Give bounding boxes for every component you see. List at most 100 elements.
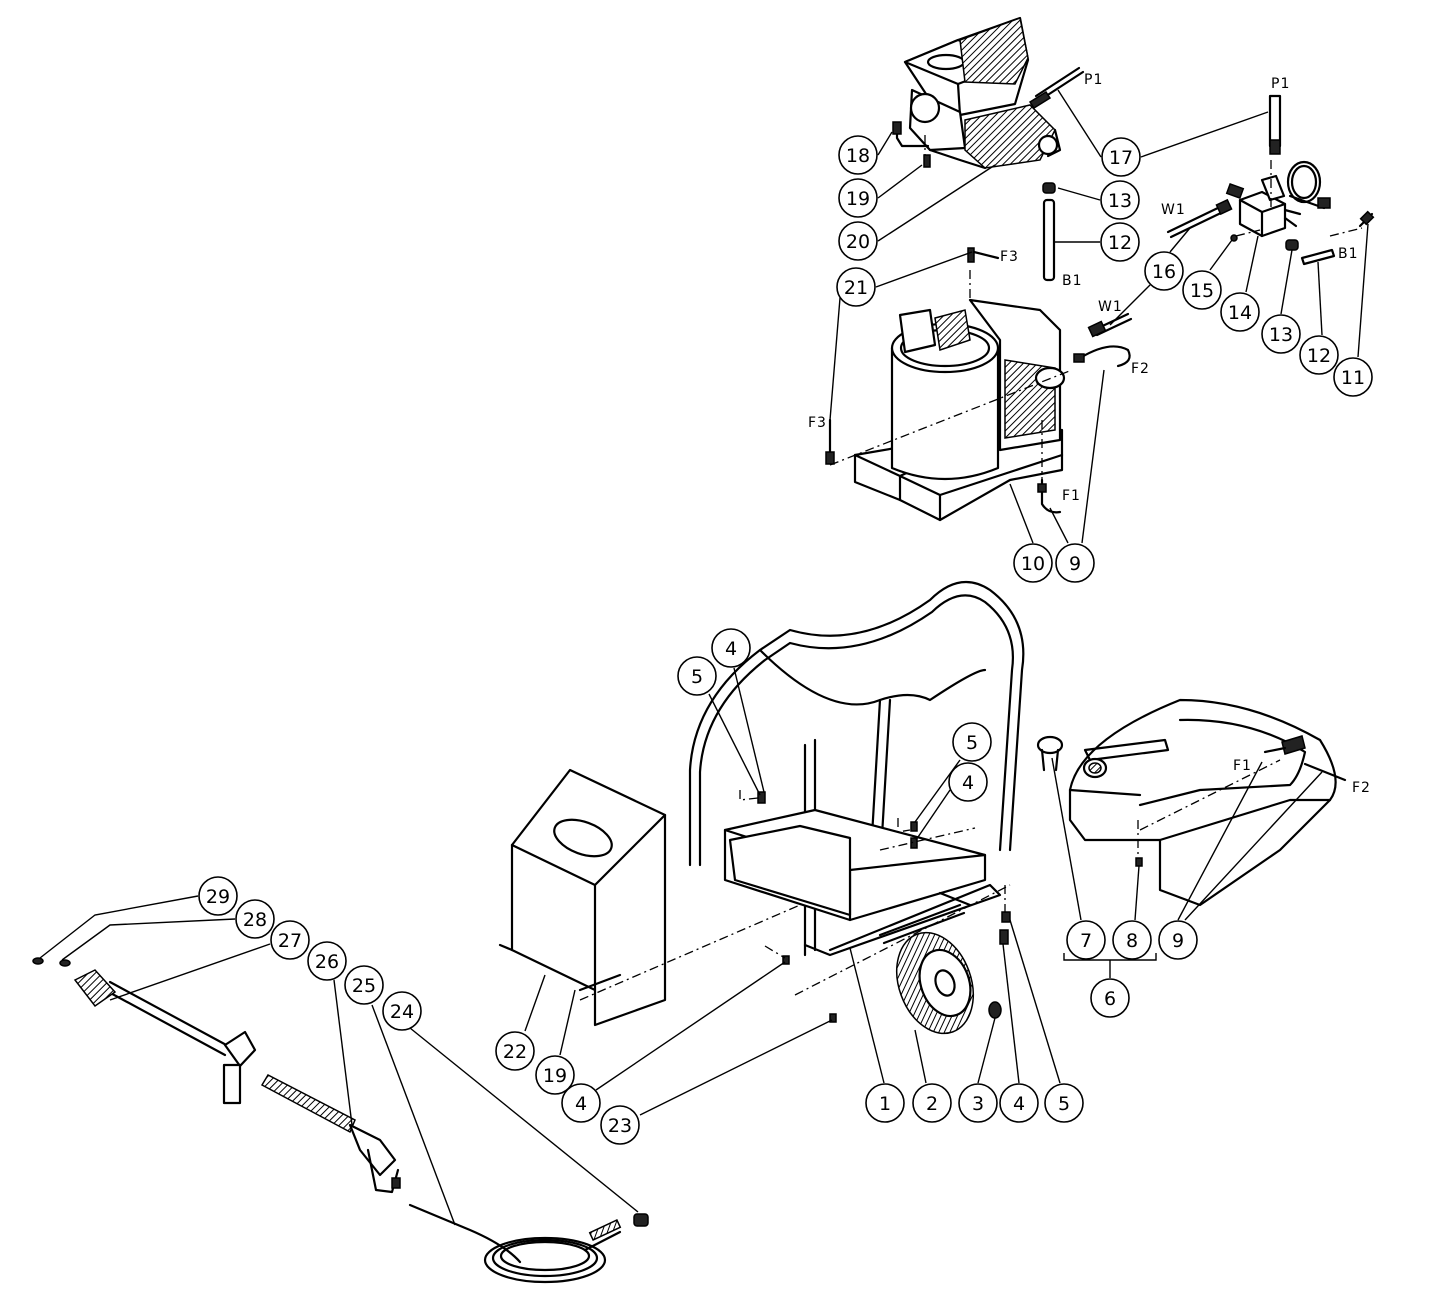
callout-label: 19 [543, 1065, 567, 1087]
spray-wand-lance [73, 969, 257, 1105]
callout-19: 19 [838, 178, 878, 218]
callout-label: 17 [1109, 147, 1133, 169]
wheel [896, 931, 1002, 1035]
connector-label-b1: B1 [1062, 273, 1083, 289]
callout-25: 25 [344, 965, 384, 1005]
side-cover-panel [498, 768, 667, 1027]
connector-label-f2: F2 [1352, 780, 1371, 796]
callout-circle [958, 1083, 998, 1123]
callout-label: 21 [844, 277, 868, 299]
callout-circle [1100, 180, 1140, 220]
callout-label: 25 [352, 975, 376, 997]
callout-label: 24 [390, 1001, 414, 1023]
callout-circle [1261, 314, 1301, 354]
frame-assembly [688, 580, 1025, 957]
callout-label: 16 [1152, 261, 1176, 283]
callout-label: 11 [1341, 367, 1365, 389]
connector-label-f1: F1 [1233, 758, 1252, 774]
callout-4: 4 [948, 762, 988, 802]
callout-label: 28 [243, 909, 267, 931]
callout-circle [344, 965, 384, 1005]
connector-label-w1: W1 [1098, 299, 1123, 315]
callout-27: 27 [270, 920, 310, 960]
callout-label: 23 [608, 1115, 632, 1137]
callout-circle [561, 1083, 601, 1123]
callout-5: 5 [677, 656, 717, 696]
callout-circle [865, 1083, 905, 1123]
callout-9: 9 [1055, 543, 1095, 583]
callout-label: 4 [1013, 1093, 1025, 1115]
connector-label-f3: F3 [808, 415, 827, 431]
callout-26: 26 [307, 941, 347, 981]
callout-label: 29 [206, 886, 230, 908]
callout-circle [838, 135, 878, 175]
callout-11: 11 [1333, 357, 1373, 397]
callout-circle [711, 628, 751, 668]
callout-circle [307, 941, 347, 981]
callout-label: 5 [691, 666, 703, 688]
pressure-hose-17 [1028, 66, 1085, 110]
connector-label-b1: B1 [1338, 246, 1359, 262]
callout-label: 22 [503, 1041, 527, 1063]
callout-circle [1090, 978, 1130, 1018]
heater-assembly [853, 298, 1131, 522]
callout-circle [1013, 543, 1053, 583]
callout-21: 21 [836, 267, 876, 307]
callout-circle [1333, 357, 1373, 397]
callout-circle [382, 991, 422, 1031]
callout-label: 4 [962, 772, 974, 794]
callout-label: 12 [1307, 345, 1331, 367]
callout-9: 9 [1158, 920, 1198, 960]
callout-circle [948, 762, 988, 802]
callout-circle [838, 178, 878, 218]
callout-label: 27 [278, 930, 302, 952]
callout-5: 5 [1044, 1083, 1084, 1123]
callout-label: 18 [846, 145, 870, 167]
callout-29: 29 [198, 876, 238, 916]
callout-label: 3 [972, 1093, 984, 1115]
callout-circle [952, 722, 992, 762]
callout-circle [1100, 222, 1140, 262]
callout-17: 17 [1101, 137, 1141, 177]
connector-label-p1: P1 [1271, 76, 1290, 92]
callout-label: 20 [846, 231, 870, 253]
callout-label: 12 [1108, 232, 1132, 254]
callout-label: 6 [1104, 988, 1116, 1010]
callout-circle [1101, 137, 1141, 177]
callout-14: 14 [1220, 292, 1260, 332]
callout-circle [1044, 1083, 1084, 1123]
callout-12: 12 [1299, 335, 1339, 375]
callout-label: 5 [966, 732, 978, 754]
fuel-tank [1036, 698, 1347, 907]
callout-5: 5 [952, 722, 992, 762]
callout-3: 3 [958, 1083, 998, 1123]
callout-15: 15 [1182, 270, 1222, 310]
callout-label: 1 [879, 1093, 891, 1115]
callout-circle [1220, 292, 1260, 332]
callout-16: 16 [1144, 251, 1184, 291]
assembly-center-lines [579, 135, 1363, 1001]
callout-22: 22 [495, 1031, 535, 1071]
callout-12: 12 [1100, 222, 1140, 262]
callout-label: 13 [1108, 190, 1132, 212]
callout-4: 4 [561, 1083, 601, 1123]
callout-circle [535, 1055, 575, 1095]
callout-18: 18 [838, 135, 878, 175]
callout-circle [838, 221, 878, 261]
callout-label: 15 [1190, 280, 1214, 302]
callout-13: 13 [1261, 314, 1301, 354]
callout-circle [1112, 920, 1152, 960]
callout-28: 28 [235, 899, 275, 939]
engine-pump-assembly [903, 16, 1062, 170]
callout-6: 6 [1090, 978, 1130, 1018]
callout-label: 26 [315, 951, 339, 973]
callout-24: 24 [382, 991, 422, 1031]
callout-label: 14 [1228, 302, 1252, 324]
callout-circle [999, 1083, 1039, 1123]
connector-label-w1: W1 [1161, 202, 1186, 218]
callout-13: 13 [1100, 180, 1140, 220]
callout-circle [1299, 335, 1339, 375]
